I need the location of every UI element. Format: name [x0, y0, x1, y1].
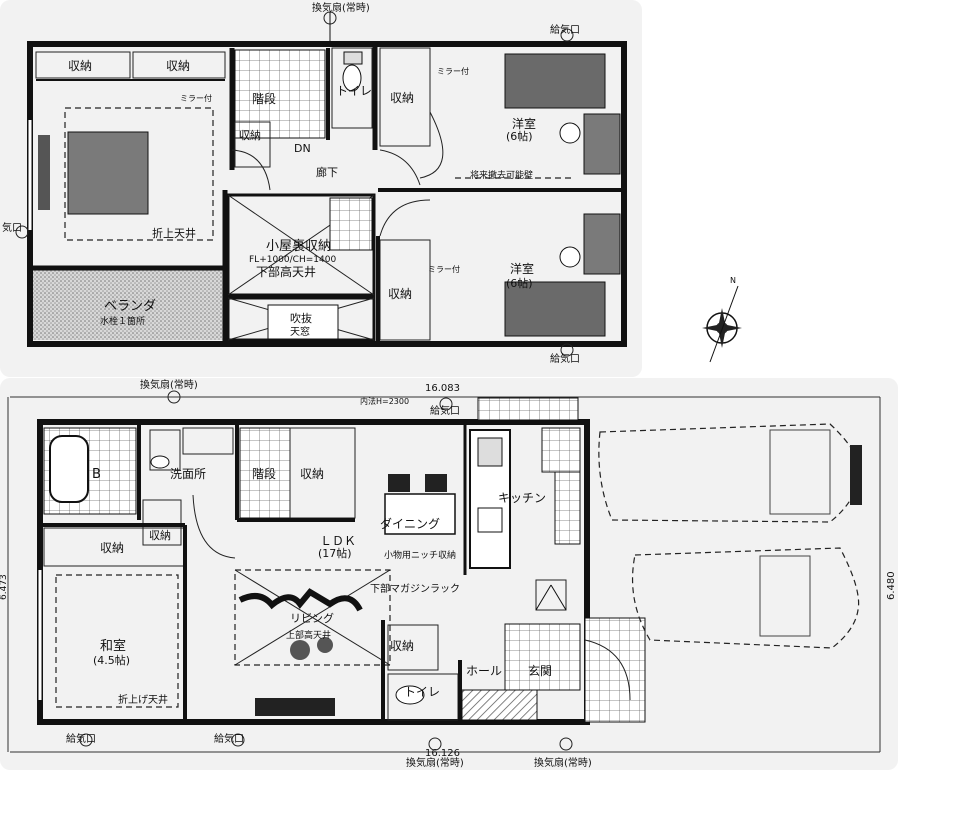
label-void: 吹抜	[290, 311, 312, 325]
label-loft-dims: FL+1000/CH=1400	[249, 255, 336, 265]
label-down: DN	[294, 142, 311, 155]
parking-car-top	[598, 423, 862, 523]
lower-floor	[7, 390, 881, 753]
label-washroom: 洗面所	[170, 467, 206, 481]
entrance-floor	[504, 623, 581, 691]
label-vent-left: 気口	[2, 221, 22, 234]
label-niche-storage: 小物用ニッチ収納	[384, 549, 456, 561]
label-vent-bottom-1: 換気扇(常時)	[406, 756, 464, 769]
label-japanese-room: 和室	[100, 638, 126, 654]
label-inner-dim: 内法H=2300	[360, 396, 409, 406]
label-western-room-1-size: (6帖)	[506, 130, 533, 143]
compass-rose: N	[692, 276, 762, 365]
label-loft-storage: 小屋裏収納	[266, 239, 331, 254]
label-air-inlet-left: 給気口	[66, 732, 96, 745]
label-storage-2-lower: 収納	[100, 541, 124, 555]
label-living-high-ceiling: 上部高天井	[286, 629, 331, 641]
japanese-room-ceiling	[55, 574, 179, 708]
label-mirror-3: ミラー付	[428, 264, 460, 274]
bed-2	[504, 281, 606, 337]
label-folded-ceiling: 折上天井	[152, 226, 196, 240]
label-veranda: ベランダ	[104, 299, 156, 314]
label-toilet: トイレ	[336, 84, 372, 98]
label-japanese-room-size: (4.5帖)	[93, 654, 130, 667]
lower-floor-panel	[0, 378, 898, 770]
label-vent-bottom-2: 換気扇(常時)	[534, 756, 592, 769]
upper-floor-labels: 換気扇(常時) 給気口 収納 収納 ミラー付 階段 トイレ 収納 ミラー付 洋室…	[2, 1, 580, 365]
label-ldk-size: (17帖)	[318, 547, 352, 560]
label-bath: B	[92, 467, 101, 482]
label-dining: ダイニング	[380, 516, 440, 531]
label-vent-top: 換気扇(常時)	[312, 1, 370, 14]
label-air-inlet-bottom: 給気口	[550, 352, 580, 365]
label-mirror-1: ミラー付	[180, 93, 212, 103]
label-magazine-rack: 下部マガジンラック	[370, 582, 460, 595]
label-stairs: 階段	[252, 91, 276, 106]
label-storage-small-lower: 収納	[149, 529, 171, 542]
label-kitchen: キッチン	[498, 491, 546, 505]
label-ldk: ＬＤＫ	[320, 534, 356, 548]
label-storage-small: 収納	[239, 129, 261, 142]
label-removable-wall: 将来撤去可能壁	[470, 169, 533, 181]
veranda-area	[33, 270, 223, 340]
label-north: N	[730, 276, 736, 285]
label-dim-right: 6.480	[886, 571, 897, 600]
label-hall: ホール	[466, 664, 502, 678]
label-dim-total-width: 16.083	[425, 383, 460, 394]
label-entrance: 玄関	[528, 663, 552, 678]
label-stairs-lower: 階段	[252, 466, 276, 481]
label-hallway: 廊下	[316, 165, 338, 179]
label-storage-3-lower: 収納	[390, 639, 414, 653]
upper-stairs	[234, 49, 326, 139]
label-western-room-1: 洋室	[512, 116, 536, 131]
master-bed	[67, 131, 149, 215]
label-skylight: 天窓	[290, 325, 310, 338]
label-storage-3: 収納	[390, 91, 414, 105]
label-dim-left: 6.473	[0, 574, 9, 600]
label-air-inlet-top-lower: 給気口	[430, 404, 460, 417]
label-western-room-2-size: (6帖)	[506, 277, 533, 290]
dining-table	[384, 493, 456, 535]
label-lower-high-ceiling: 下部高天井	[256, 264, 316, 279]
upper-floor	[15, 11, 627, 357]
label-storage-1: 収納	[68, 59, 92, 73]
label-living: リビング	[290, 611, 334, 625]
parking-car-bottom	[631, 547, 860, 649]
label-mirror-2: ミラー付	[437, 66, 469, 76]
label-western-room-2: 洋室	[510, 261, 534, 276]
label-storage-1-lower: 収納	[300, 467, 324, 481]
label-storage-4: 収納	[388, 287, 412, 301]
label-folded-ceiling-lower: 折上げ天井	[118, 693, 168, 706]
label-air-inlet-top: 給気口	[550, 23, 580, 36]
label-storage-2: 収納	[166, 59, 190, 73]
label-faucet: 水栓１箇所	[100, 315, 145, 327]
label-dim-bottom: 16.126	[425, 748, 460, 759]
label-toilet-lower: トイレ	[404, 685, 440, 699]
lower-floor-labels: 換気扇(常時) 16.083 内法H=2300 給気口 B 洗面所 階段 収納 …	[0, 378, 897, 769]
label-vent-top-lower: 換気扇(常時)	[140, 378, 198, 391]
label-air-inlet-mid: 給気口	[214, 732, 244, 745]
bed-1	[504, 53, 606, 109]
